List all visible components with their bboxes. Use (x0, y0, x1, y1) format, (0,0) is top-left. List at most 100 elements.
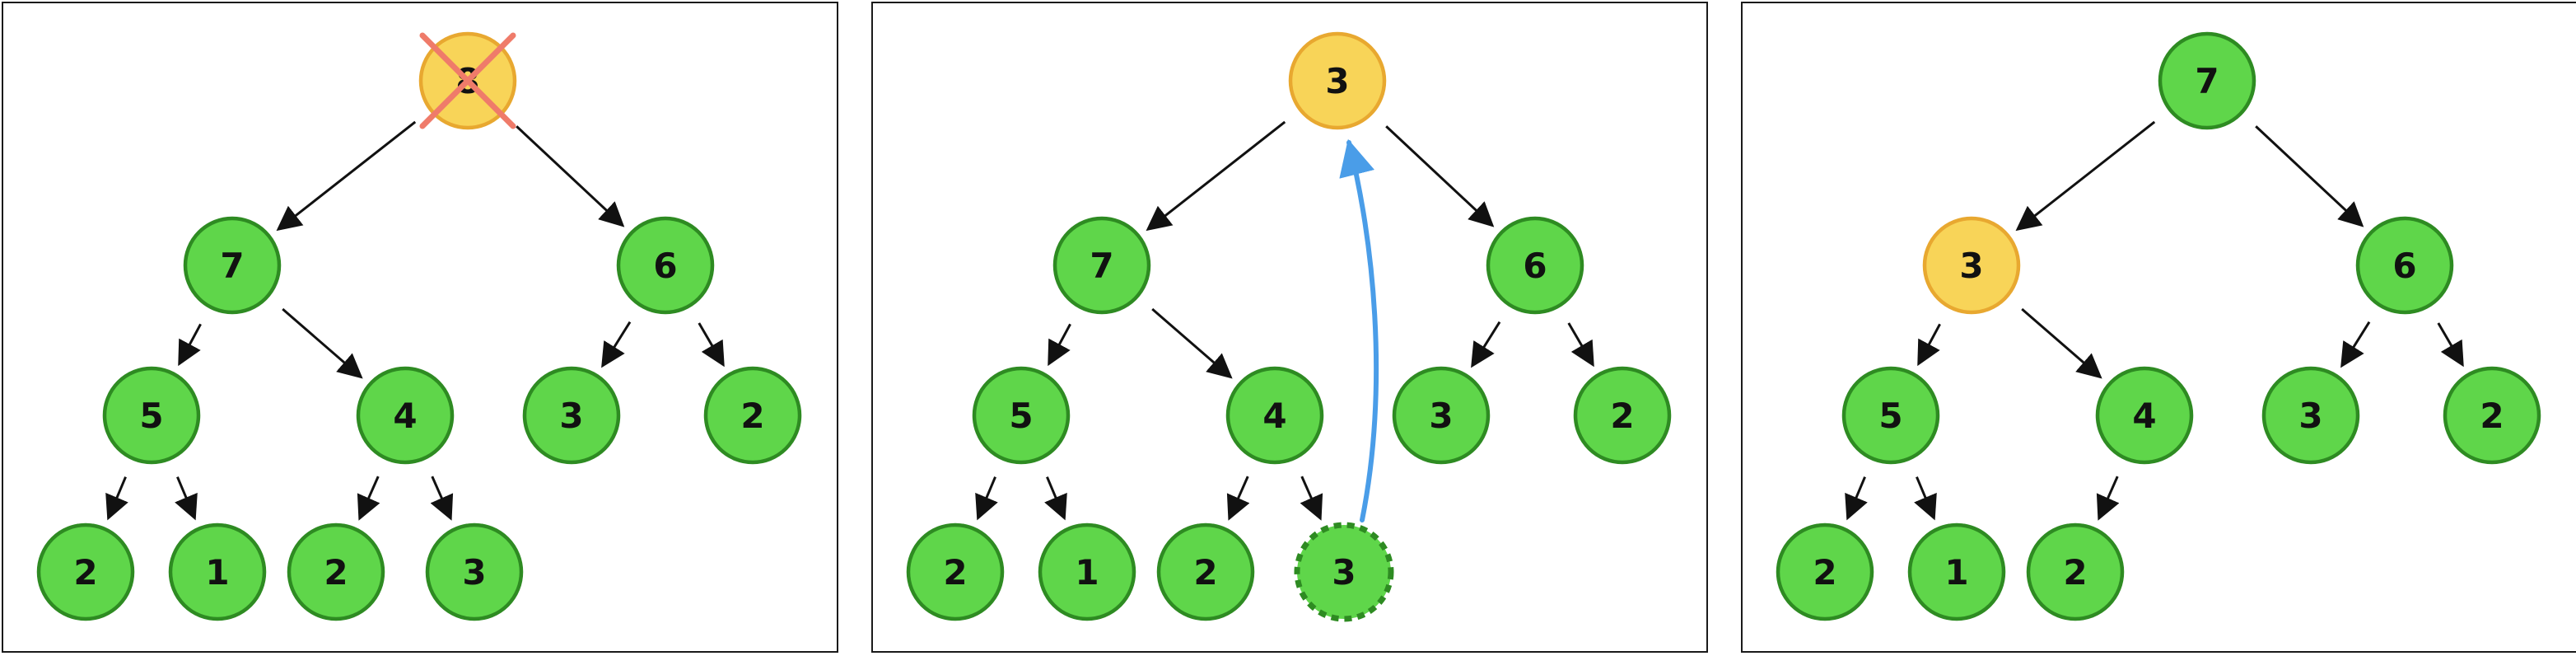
tree-edge-arrow (1567, 322, 1594, 368)
node-value-label: 5 (139, 396, 163, 436)
heap-node: 1 (1038, 522, 1136, 621)
tree-edge-arrow (601, 321, 632, 368)
tree-edge-arrow (357, 476, 380, 521)
tree-edge-arrow (2021, 307, 2102, 379)
node-value-label: 2 (1610, 396, 1634, 436)
node-value-label: 3 (2298, 396, 2322, 436)
tree-edge-arrow (2255, 125, 2364, 227)
heap-node: 5 (972, 366, 1071, 465)
node-value-label: 3 (1332, 552, 1356, 593)
node-circle (1573, 366, 1672, 465)
node-circle (287, 522, 385, 621)
heap-node: 2 (1776, 522, 1874, 621)
heap-node: 6 (1486, 216, 1584, 315)
heap-node: 5 (102, 366, 201, 465)
node-circle (616, 216, 715, 315)
node-circle (1907, 522, 2006, 621)
node-value-label: 4 (2132, 396, 2156, 436)
tree-edge-arrow (430, 476, 454, 521)
heap-node: 2 (1573, 366, 1672, 465)
node-circle (36, 522, 135, 621)
heap-node: 1 (168, 522, 267, 621)
node-circle (2443, 366, 2541, 465)
tree-edge-arrow (178, 323, 202, 367)
heap-node: 2 (703, 366, 802, 465)
node-circle (356, 366, 455, 465)
node-value-label: 3 (1959, 246, 1983, 286)
node-circle (2158, 31, 2256, 130)
heap-node: 3 (1288, 31, 1387, 130)
node-circle (183, 216, 282, 315)
heap-node: 1 (1907, 522, 2006, 621)
tree-edge-arrow (975, 476, 998, 521)
node-circle (2026, 522, 2125, 621)
node-circle (2095, 366, 2194, 465)
node-value-label: 6 (653, 246, 677, 286)
node-value-label: 2 (324, 552, 348, 593)
tree-edge-arrow (276, 120, 417, 232)
tree-edge-arrow (175, 476, 198, 521)
tree-edge-arrow (2340, 321, 2371, 368)
node-value-label: 2 (2063, 552, 2087, 593)
tree-edge-arrow (2437, 322, 2464, 368)
heap-panel-remove-root: 87654322123 (2, 2, 838, 653)
heap-node: 2 (2443, 366, 2541, 465)
node-circle (102, 366, 201, 465)
node-circle (1841, 366, 1940, 465)
node-value-label: 7 (2195, 61, 2219, 101)
heap-node: 7 (2158, 31, 2256, 130)
heap-node: 6 (616, 216, 715, 315)
node-value-label: 3 (559, 396, 583, 436)
node-circle (1038, 522, 1136, 621)
tree-edge-arrow (2096, 476, 2120, 521)
heap-node: 4 (2095, 366, 2194, 465)
heap-panel-sift-down: 7 3 6 5 4 3 2 2 1 2 (1741, 2, 2576, 653)
node-value-label: 4 (1262, 396, 1286, 436)
node-value-label: 2 (943, 552, 967, 593)
tree-edge-arrow (2015, 120, 2156, 232)
node-value-label: 5 (1878, 396, 1902, 436)
tree-edge-arrow (1914, 476, 1937, 521)
node-circle (2261, 366, 2360, 465)
heap-node: 2 (906, 522, 1005, 621)
tree-edge-arrow (1845, 476, 1868, 521)
heap-node: 2 (2026, 522, 2125, 621)
node-value-label: 6 (2392, 246, 2416, 286)
tree-edge-arrow (1151, 307, 1233, 379)
tree-edge-arrow (1471, 321, 1501, 368)
heap-node: 3 (1294, 522, 1394, 622)
node-value-label: 4 (393, 396, 417, 436)
tree-edge-arrow (105, 476, 128, 521)
node-value-label: 2 (2480, 396, 2504, 436)
node-circle (1225, 366, 1324, 465)
heap-node: 3 (1922, 216, 2021, 315)
node-circle (703, 366, 802, 465)
heap-node: 2 (36, 522, 135, 621)
node-circle (1486, 216, 1584, 315)
heap-tree-diagram: 87654322123 (36, 31, 802, 621)
node-value-label: 1 (1075, 552, 1099, 593)
node-circle (425, 522, 524, 621)
tree-edge-arrow (1044, 476, 1067, 521)
node-circle (1288, 31, 1387, 130)
node-value-label: 6 (1523, 246, 1547, 286)
node-circle (522, 366, 621, 465)
node-circle (2355, 216, 2454, 315)
tree-edge-arrow (282, 307, 363, 379)
tree-edge-arrow (1226, 476, 1250, 521)
heap-node: 5 (1841, 366, 1940, 465)
node-circle (1052, 216, 1151, 315)
node-value-label: 1 (205, 552, 229, 593)
heap-node: 7 (1052, 216, 1151, 315)
node-value-label: 1 (1944, 552, 1968, 593)
heap-node: 6 (2355, 216, 2454, 315)
node-value-label: 3 (462, 552, 486, 593)
heap-node: 3 (522, 366, 621, 465)
heap-node: 3 (425, 522, 524, 621)
heap-node: 3 (2261, 366, 2360, 465)
tree-edge-arrow (1146, 120, 1286, 232)
node-value-label: 5 (1009, 396, 1033, 436)
node-value-label: 7 (220, 246, 244, 286)
node-value-label: 7 (1090, 246, 1113, 286)
